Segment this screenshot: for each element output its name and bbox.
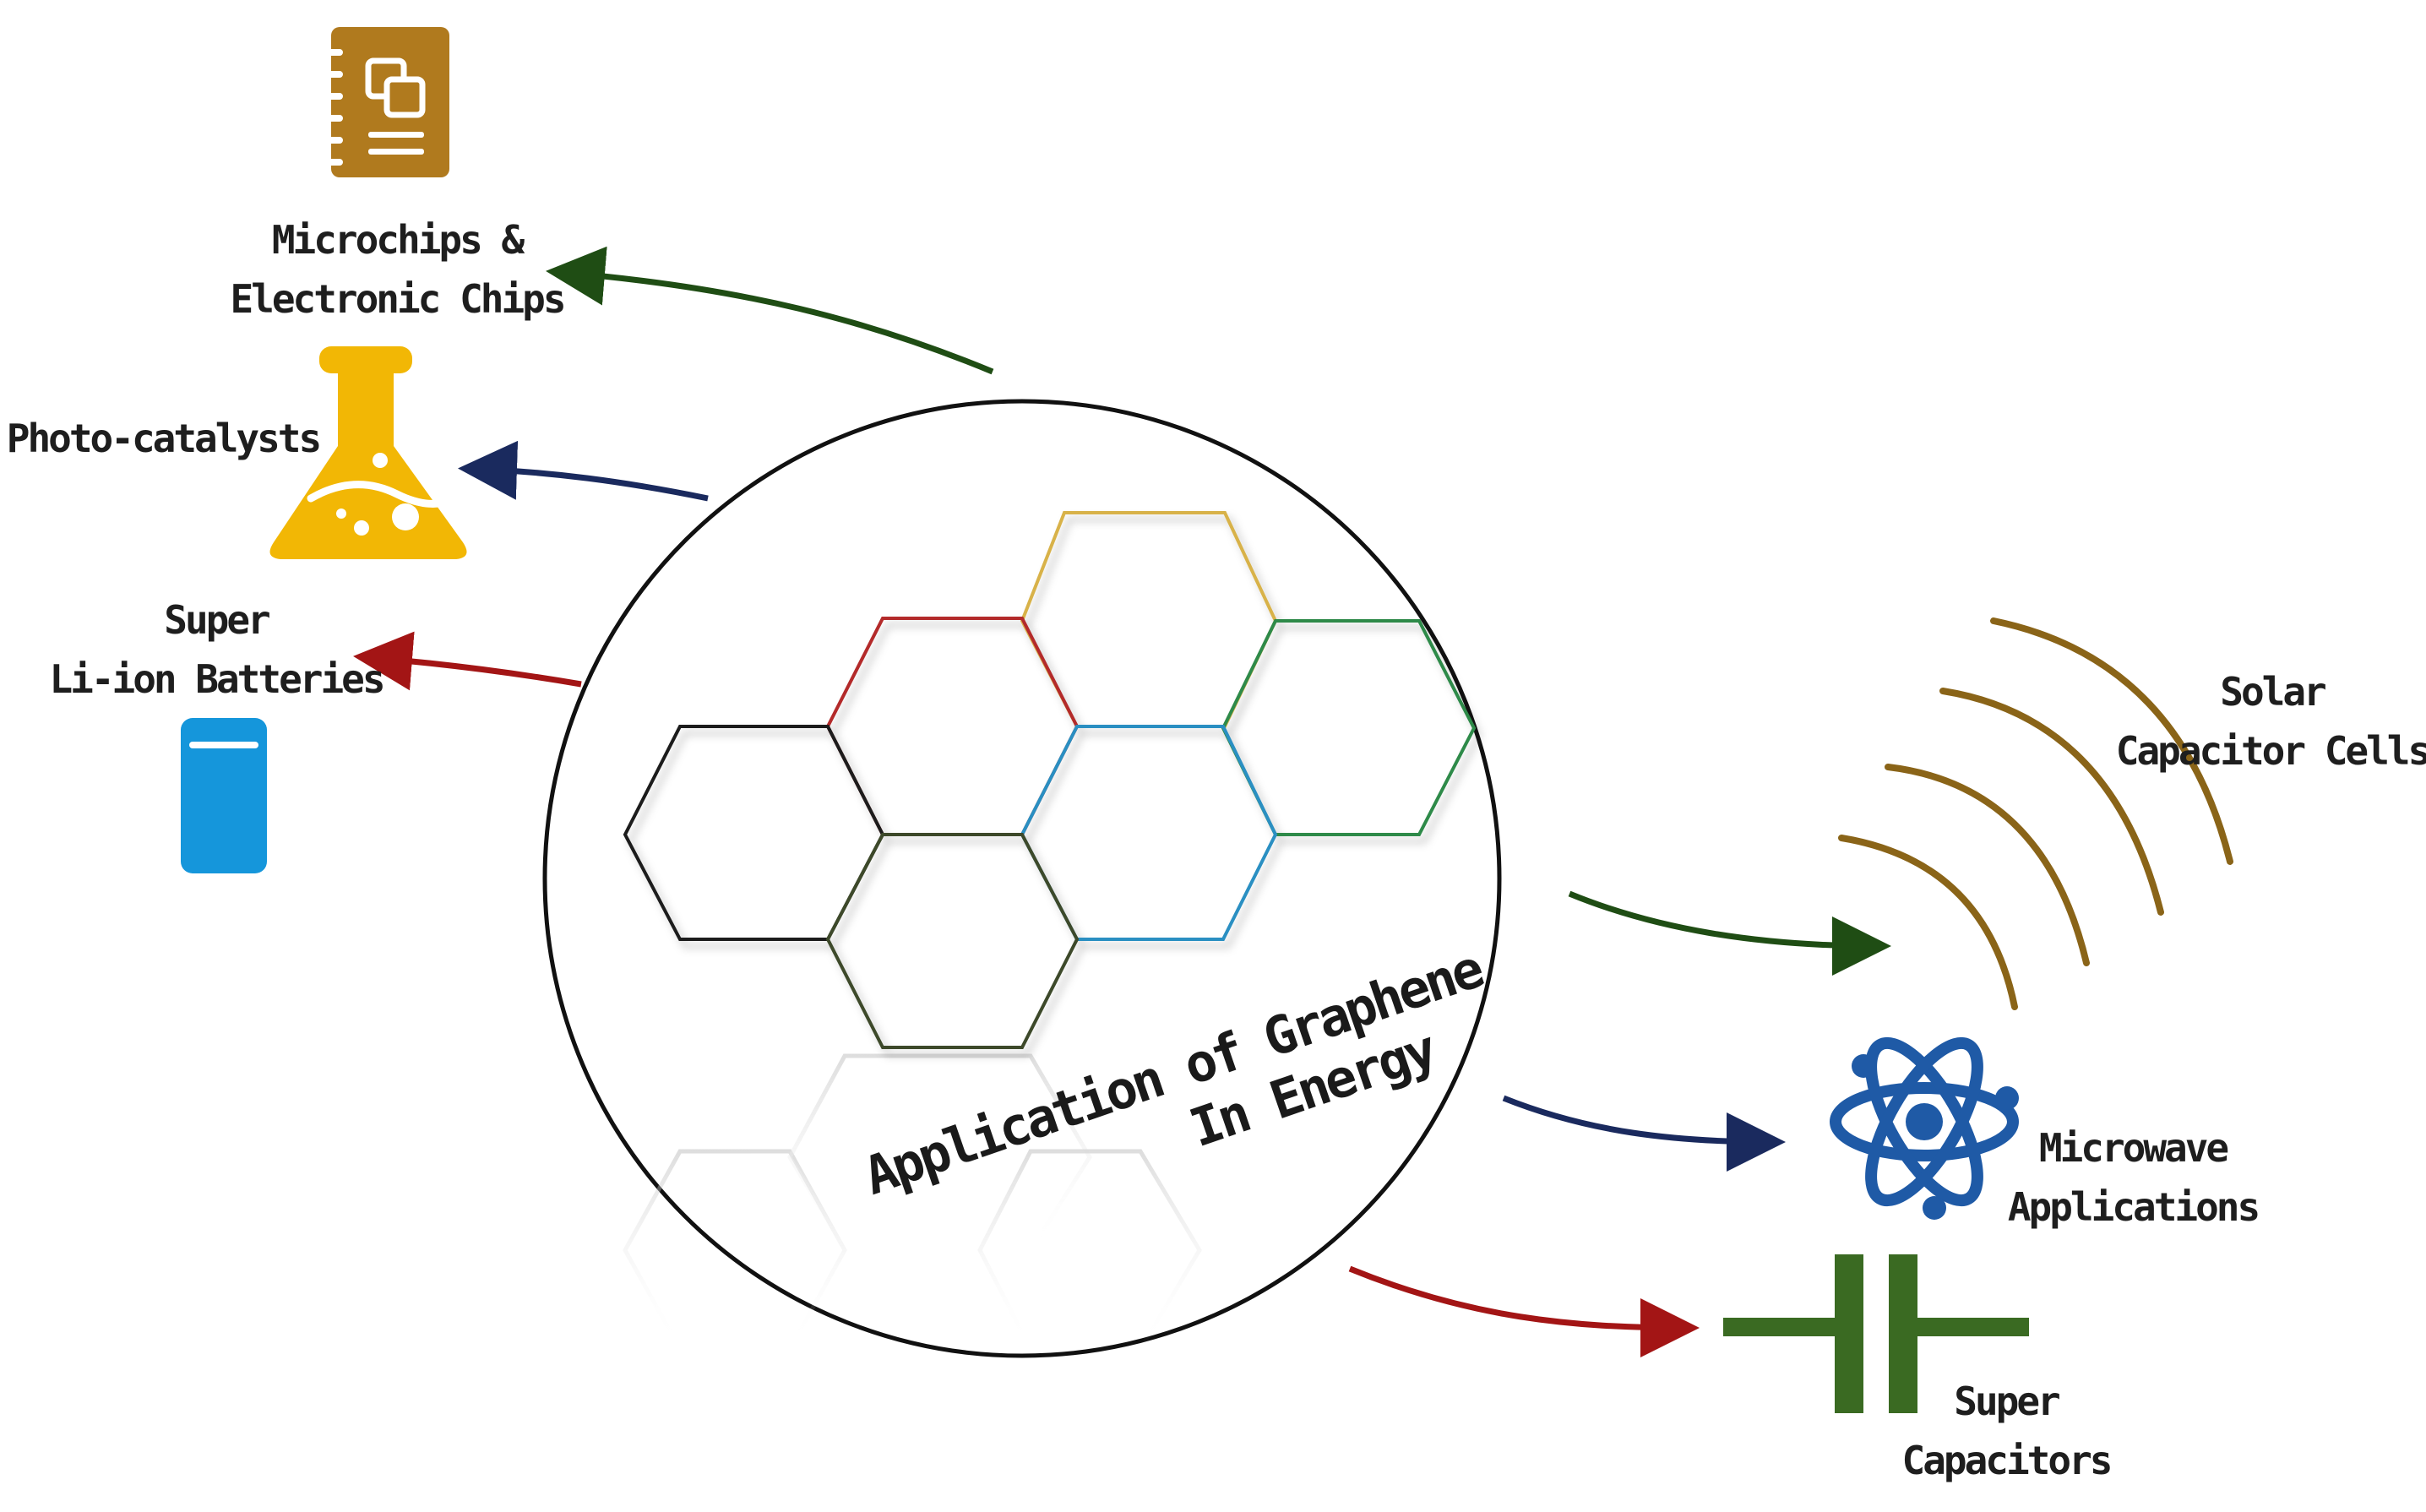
arrow-to-batteries [353,631,582,691]
central-circle [542,399,1502,1358]
notebook-icon [321,27,449,177]
arrow-to-solar [1568,890,1891,976]
photocatalysts-label: Photo-catalysts [7,416,319,461]
atom-icon [1830,1036,2019,1220]
capacitors-label-line-1: Super [1954,1379,2059,1424]
microwave-label-line-1: Microwave [2039,1125,2228,1171]
capacitor-icon [1723,1254,2029,1413]
microchips-label-line-2: Electronic Chips [230,276,563,322]
solar-label-line-2: Capacitor Cells [2116,728,2426,774]
signal-waves-icon [1838,617,2233,1010]
batteries-label-line-1: Super [164,597,269,643]
capacitors-label-line-2: Capacitors [1902,1438,2111,1483]
hexagon-olive [825,833,1080,1049]
graphene-honeycomb [623,511,1477,1049]
batteries-label-line-2: Li-ion Batteries [49,656,383,702]
microchips-label-line-1: Microchips & [272,217,525,263]
arrow-to-microwave [1502,1095,1786,1172]
arrows [353,246,1891,1357]
battery-icon [181,718,267,873]
arrow-to-microchips [546,246,994,375]
arrow-to-capacitors [1348,1265,1700,1357]
hexagon-reflection [623,1053,1202,1352]
microwave-label-line-2: Applications [2008,1184,2258,1230]
arrow-to-photocatalysts [458,440,709,502]
flask-icon [269,346,467,559]
solar-label-line-1: Solar [2220,669,2325,715]
